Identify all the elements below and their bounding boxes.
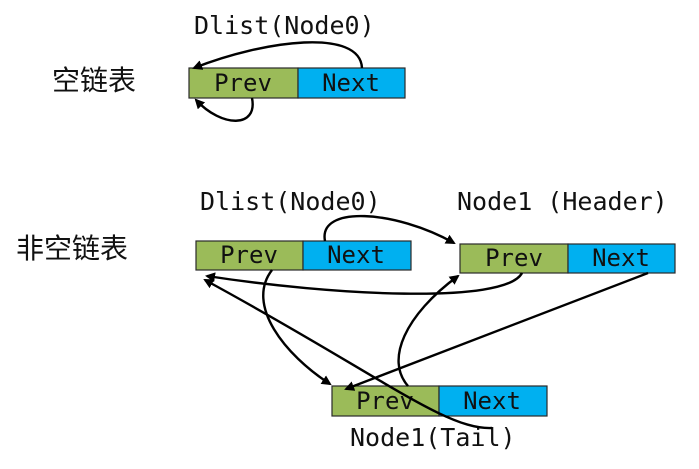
empty-prev-self-arrow <box>194 97 254 122</box>
header-node: Prev Next <box>459 243 676 274</box>
non-empty-list-label: 非空链表 <box>16 232 128 265</box>
empty-dlist-node: Prev Next <box>188 67 406 99</box>
tail-next-to-header-arrow <box>397 274 460 387</box>
header-next-cell <box>567 243 676 274</box>
header-prev-label: Prev <box>485 244 543 272</box>
tail-prev-to-dlist-arrow <box>203 278 493 430</box>
tail-node: Prev Next <box>331 385 548 417</box>
header-prev-to-dlist-arrow <box>205 272 524 295</box>
empty-dlist-next-label: Next <box>322 69 380 97</box>
empty-dlist-next-cell <box>297 67 406 99</box>
empty-dlist-title: Dlist(Node0) <box>194 11 375 40</box>
header-prev-cell <box>459 243 569 274</box>
tail-prev-label: Prev <box>356 387 414 415</box>
dlist-prev-cell <box>195 240 304 271</box>
dlist-prev-to-tail-arrow <box>262 269 332 386</box>
dlist-next-cell <box>302 240 412 271</box>
empty-list-label: 空链表 <box>52 64 136 97</box>
dlist-node: Prev Next <box>195 240 412 271</box>
header-title: Node1 (Header) <box>457 187 668 216</box>
dlist-prev-label: Prev <box>220 241 278 269</box>
tail-next-cell <box>438 385 548 417</box>
empty-dlist-prev-cell <box>188 67 299 99</box>
header-next-to-tail-arrow <box>344 271 649 391</box>
header-next-label: Next <box>592 244 650 272</box>
empty-next-self-arrow <box>192 41 364 70</box>
dlist-next-to-header-arrow <box>323 214 456 245</box>
empty-dlist-prev-label: Prev <box>214 69 272 97</box>
dlist-title: Dlist(Node0) <box>200 187 381 216</box>
tail-prev-cell <box>331 385 440 417</box>
tail-next-label: Next <box>463 387 521 415</box>
dlist-next-label: Next <box>327 241 385 269</box>
